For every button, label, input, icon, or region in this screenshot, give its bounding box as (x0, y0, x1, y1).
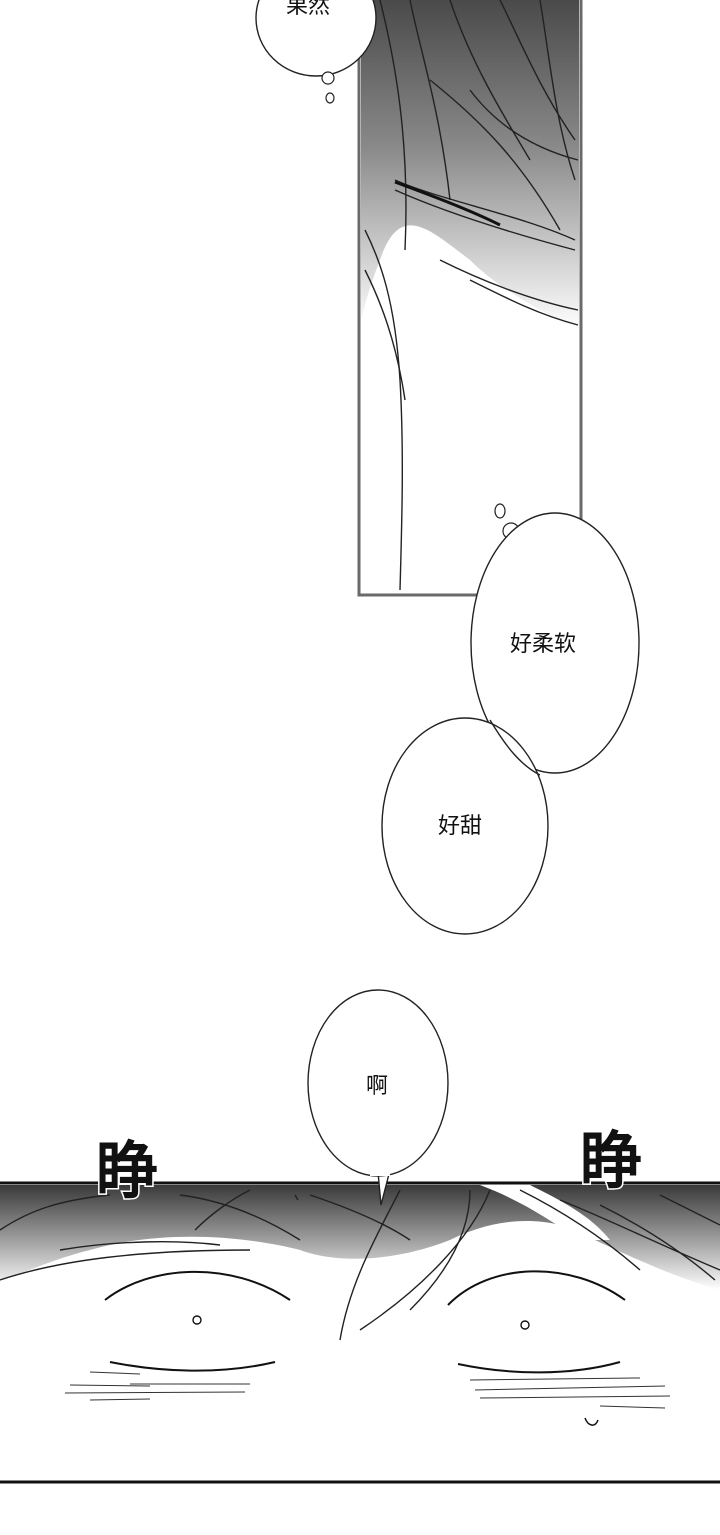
bottom-panel (0, 1181, 720, 1484)
bubble-ah-shape (307, 989, 449, 1206)
sfx-left: 睁 (94, 1134, 159, 1207)
bubble-top-text: 果然 (286, 0, 331, 19)
right-eye-lid (447, 1270, 626, 1306)
bubble-soft-text: 好柔软 (510, 632, 577, 657)
bubble-soft-overlap (489, 719, 541, 776)
bubble-sweet-text: 好甜 (438, 814, 483, 839)
top-panel-eye (394, 180, 501, 227)
sfx-right: 睁 (578, 1124, 643, 1197)
right-eye-dot (520, 1320, 530, 1330)
mouth-mark (584, 1417, 599, 1426)
right-eye-lash (457, 1361, 621, 1374)
bottom-panel-hair-lines (0, 1189, 720, 1341)
bubble-soft-shape (470, 503, 640, 774)
left-eye-lash (109, 1361, 276, 1372)
top-panel (357, 0, 583, 597)
bubble-ah-text: 啊 (366, 1074, 389, 1099)
top-panel-hair (361, 0, 579, 330)
top-panel-hair-lines (364, 0, 579, 591)
left-eye-hatch (64, 1371, 250, 1401)
left-eye-lid (104, 1270, 291, 1301)
right-eye-hatch (469, 1377, 671, 1409)
left-eye-dot (192, 1315, 202, 1325)
bubble-sweet-shape (381, 717, 549, 935)
bubble-top-shape (255, 0, 377, 104)
